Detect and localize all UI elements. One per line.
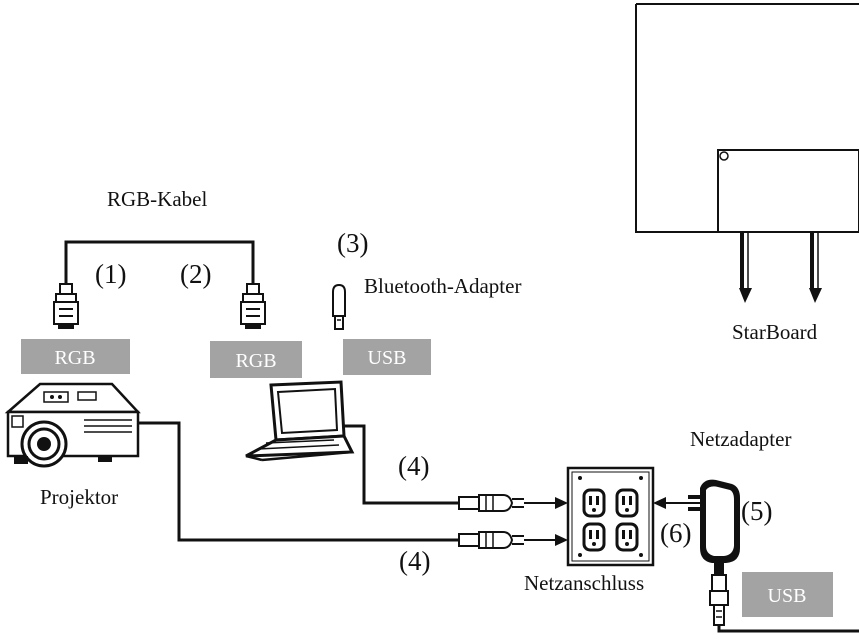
rgb-laptop-tag-text: RGB [235, 350, 276, 372]
usb-adapter-tag-text: USB [768, 585, 807, 607]
step-4-bottom-label: (4) [399, 546, 430, 576]
power-adapter-icon [688, 480, 740, 575]
usb-cable-plug-icon [710, 575, 728, 625]
power-plug-bottom-icon [459, 532, 524, 548]
arrow-bottom-icon [524, 534, 568, 546]
rgb-projector-tag-text: RGB [54, 347, 95, 369]
step-1-label: (1) [95, 259, 126, 289]
starboard-pen-tray-icon [720, 152, 728, 160]
wall-outlet-icon [568, 468, 653, 565]
step-3-label: (3) [337, 228, 368, 258]
arrow-top-icon [524, 497, 568, 509]
socket-icon [584, 490, 604, 516]
rgb-projector-tag: RGB [21, 339, 130, 374]
usb-laptop-tag: USB [343, 339, 431, 375]
starboard-label: StarBoard [732, 320, 818, 344]
rgb-cable-label: RGB-Kabel [107, 187, 207, 211]
socket-icon [617, 524, 637, 550]
starboard-stand [739, 232, 822, 303]
projector-label: Projektor [40, 485, 118, 509]
rgb-connector-left-icon [54, 284, 78, 329]
wall-outlet-label: Netzanschluss [524, 571, 644, 595]
projector-icon [8, 384, 138, 466]
bluetooth-adapter-label: Bluetooth-Adapter [364, 274, 521, 298]
starboard-board [718, 150, 859, 232]
step-5-label: (5) [741, 496, 772, 526]
laptop-icon [246, 382, 352, 460]
usb-laptop-tag-text: USB [368, 347, 407, 369]
socket-icon [617, 490, 637, 516]
usb-cable [719, 625, 859, 631]
power-plug-top-icon [459, 495, 524, 511]
step-2-label: (2) [180, 259, 211, 289]
usb-adapter-tag: USB [742, 572, 833, 617]
step-4-top-label: (4) [398, 451, 429, 481]
socket-icon [584, 524, 604, 550]
bluetooth-usb-stick-icon [333, 285, 345, 329]
rgb-laptop-tag: RGB [210, 341, 302, 378]
rgb-connector-right-icon [241, 284, 265, 329]
starboard-device [636, 4, 859, 303]
step-6-label: (6) [660, 518, 691, 548]
power-adapter-label: Netzadapter [690, 427, 791, 451]
